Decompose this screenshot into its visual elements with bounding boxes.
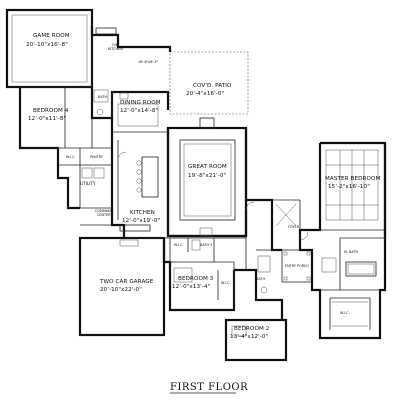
wic-upper-label: W.I.C.: [66, 155, 76, 159]
kitchen-dims: 12'-0"x19'-0": [122, 218, 161, 224]
great-room-name: GREAT ROOM: [188, 164, 227, 170]
od-kitchen-label-1: O/D: [112, 43, 119, 47]
bedroom4-dims: 12'-0"x11'-8": [28, 116, 67, 122]
garage-dims: 20'-10"x22'-0": [100, 287, 142, 293]
dining-room-name: DINING ROOM: [120, 100, 161, 106]
bath-mid-label: BATH: [256, 277, 265, 281]
bedroom3-dims: 12'-0"x13'-4": [172, 284, 211, 290]
great-room-dims: 19'-8"x21'-0": [188, 173, 227, 179]
bath3-label: BATH 3: [200, 243, 212, 247]
foyer-label: FOYER: [288, 225, 300, 229]
od-kitchen-label-2: KITCHEN: [108, 47, 123, 51]
bedroom4-name: BEDROOM 4: [33, 108, 69, 114]
patio-name: COV'D. PATIO: [193, 83, 232, 89]
wic-mid-label: W.I.C.: [174, 243, 184, 247]
bath-upper-label: BATH: [98, 95, 107, 99]
title-block: FIRST FLOOR: [170, 382, 248, 394]
command-center-label-1: COMMAND: [95, 209, 114, 213]
pantry-label: PANTRY: [90, 155, 104, 159]
master-bedroom-name: MASTER BEDROOM: [325, 176, 380, 182]
room-labels: GAME ROOM 20'-10"x16'-8" BEDROOM 4 12'-0…: [26, 33, 380, 340]
garage-name: TWO CAR GARAGE: [99, 279, 154, 285]
bedroom2-name: BEDROOM 2: [234, 326, 269, 332]
plan-title: FIRST FLOOR: [170, 382, 248, 393]
bedroom3-name: BEDROOM 3: [178, 276, 214, 282]
fixtures: [11, 14, 379, 337]
master-wic-label: W.I.C.: [340, 311, 350, 315]
entry-porch-label: ENTRY PORCH: [285, 264, 309, 268]
dining-room-dims: 12'-0"x14'-8": [120, 108, 159, 114]
interior-walls: [20, 35, 385, 330]
game-room-dims: 20'-10"x16'-8": [26, 42, 68, 48]
bedroom2-dims: 13'-4"x12'-0": [230, 334, 269, 340]
command-center-label-2: CENTER: [97, 213, 111, 217]
wic-small-label: W.I.C.: [221, 281, 231, 285]
patio-dims: 20'-4"x16'-0": [186, 91, 225, 97]
master-bedroom-dims: 15'-2"x16'-10": [328, 184, 370, 190]
small-labels: O/D KITCHEN 16'-8"x8'-4" BATH W.I.C. PAN…: [66, 43, 359, 315]
utility-label: UTILITY: [80, 181, 96, 186]
kitchen-name: KITCHEN: [130, 210, 155, 216]
patio-note: 16'-8"x8'-4": [138, 60, 159, 64]
master-bath-label: M. BATH: [344, 250, 359, 254]
game-room-name: GAME ROOM: [33, 33, 70, 39]
